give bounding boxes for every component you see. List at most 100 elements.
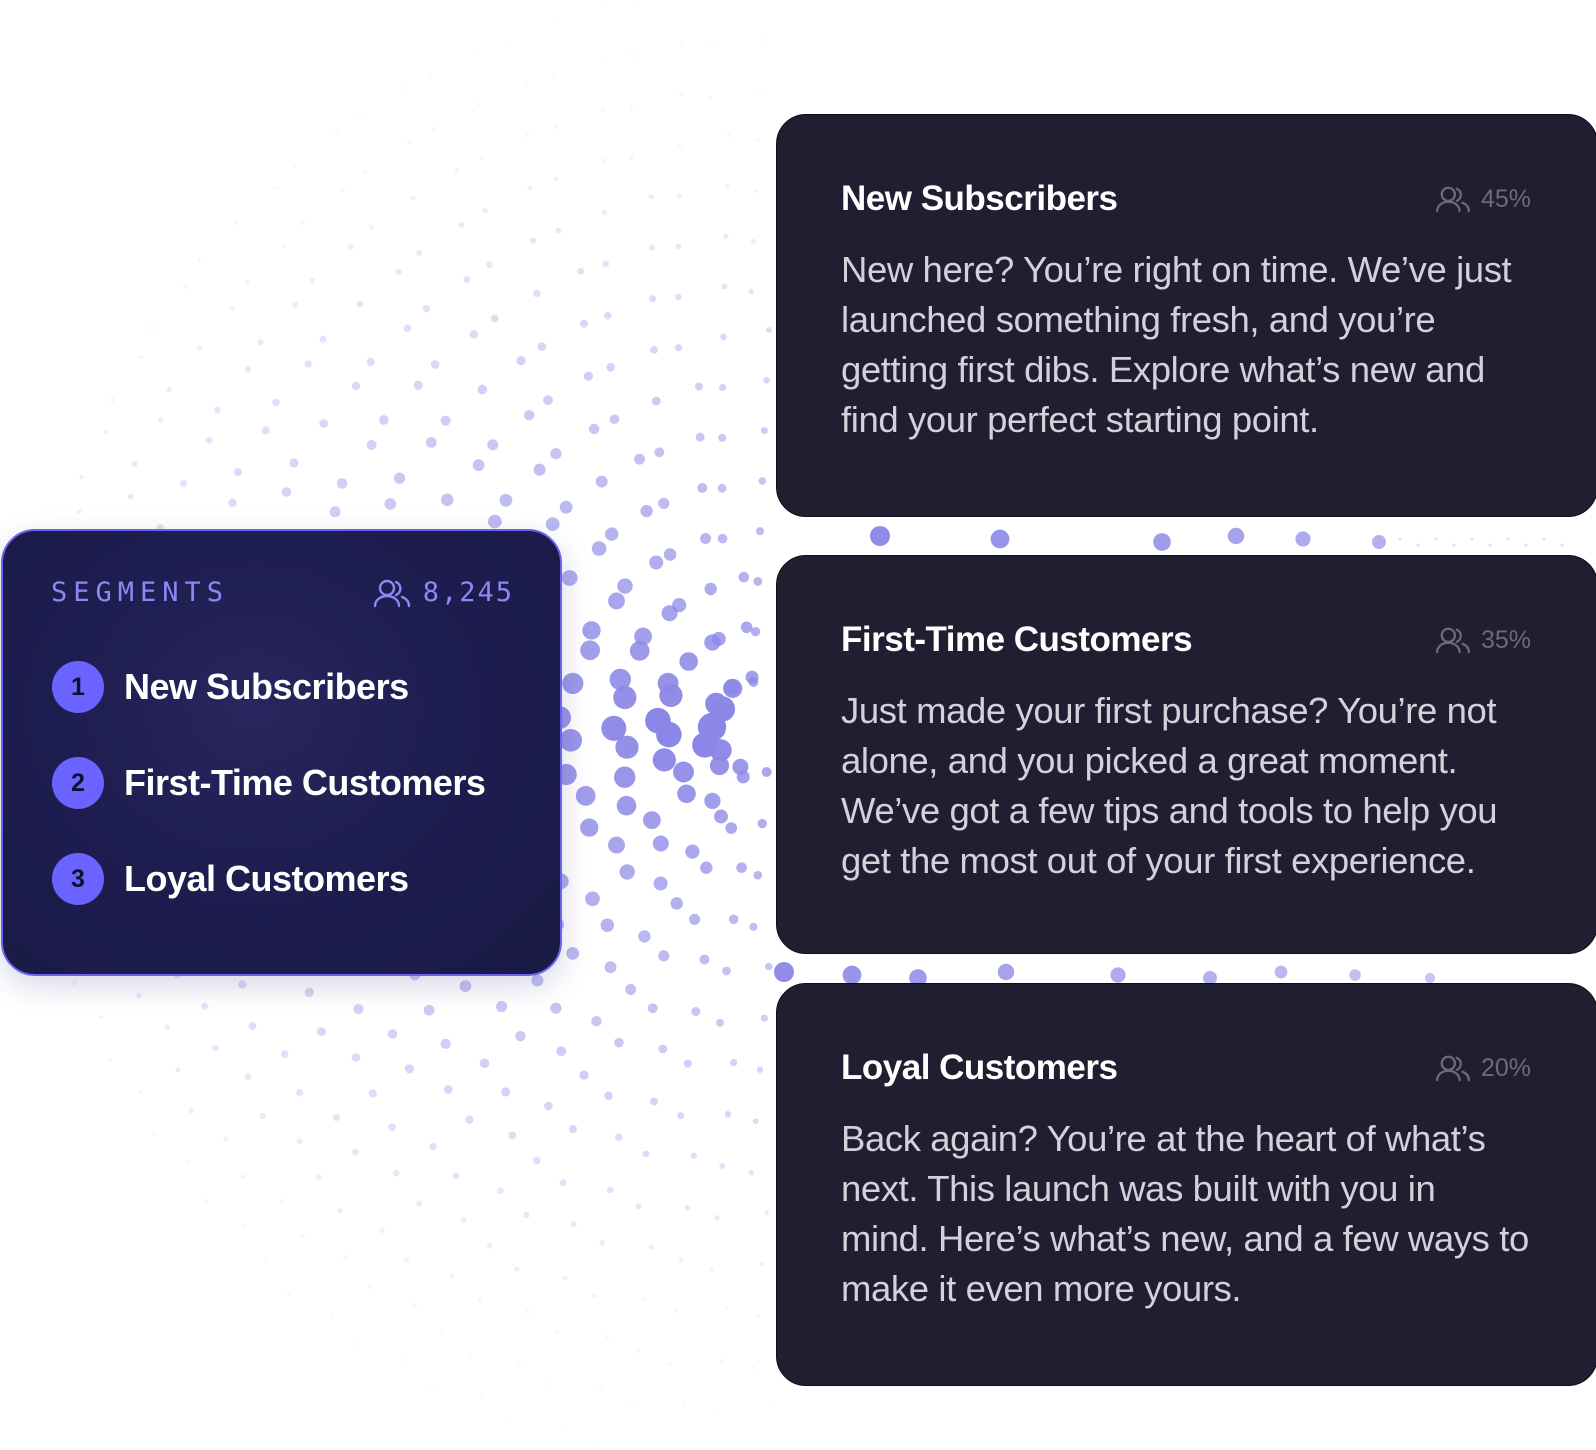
pattern-dot [479,155,485,160]
pattern-dot [673,761,694,783]
pattern-dot [479,1058,490,1069]
pattern-dot [677,784,696,804]
pattern-dot [416,249,423,257]
pattern-dot [764,1210,769,1215]
pattern-dot [452,1172,460,1180]
pattern-dot [304,987,314,997]
pattern-dot [1227,527,1245,545]
pattern-dot [1560,543,1564,547]
pattern-dot [550,1002,562,1014]
pattern-dot [368,224,374,230]
pattern-dot [393,1169,400,1177]
pattern-dot [752,1118,759,1125]
pattern-dot [604,311,612,320]
pattern-dot [757,818,767,829]
pattern-dot [1434,537,1438,541]
pattern-dot [758,89,762,92]
message-card-new-subscribers[interactable]: New Subscribers 45% New here? You’re rig… [776,114,1596,517]
segment-item-new-subscribers[interactable]: 1 New Subscribers [52,661,485,713]
pattern-dot [234,221,239,225]
pattern-dot [131,460,138,467]
pattern-dot [580,818,599,837]
pattern-dot [604,961,617,974]
pattern-dot [997,963,1015,981]
pattern-dot [204,1198,209,1203]
pattern-dot [677,143,682,148]
pattern-dot [657,672,679,694]
pattern-dot [201,1002,209,1010]
pattern-dot [579,1070,589,1080]
pattern-dot [289,458,299,468]
card-message: Back again? You’re at the heart of what’… [841,1118,1529,1309]
pattern-dot [413,1302,417,1307]
segment-number-badge: 1 [52,661,104,713]
pattern-dot [244,366,252,373]
pattern-dot [292,301,299,308]
pattern-dot [677,1112,685,1120]
pattern-dot [533,289,541,298]
pattern-dot [343,1254,348,1260]
pattern-dot [336,478,348,489]
pattern-dot [765,962,773,971]
pattern-dot [72,981,77,986]
segment-item-first-time-customers[interactable]: 2 First-Time Customers [52,757,486,809]
pattern-dot [335,132,339,136]
pattern-dot [468,1353,473,1357]
pattern-dot [529,237,537,244]
pattern-dot [543,395,553,406]
pattern-dot [329,506,341,518]
card-header: New Subscribers 45% [841,175,1531,223]
pattern-dot [682,1401,686,1405]
pattern-dot [718,433,727,442]
message-card-loyal-customers[interactable]: Loyal Customers 20% Back again? You’re a… [776,983,1596,1386]
pattern-dot [575,786,596,806]
pattern-dot [663,548,677,561]
pattern-dot [697,482,708,493]
pattern-dot [719,1359,724,1363]
pattern-dot [601,5,604,9]
card-share: 20% [1435,1054,1531,1083]
pattern-dot [348,244,354,250]
pattern-dot [293,164,297,168]
pattern-dot [751,1365,755,1369]
pattern-dot [675,243,682,250]
pattern-dot [685,844,700,859]
pattern-dot [668,1361,672,1366]
pattern-dot [356,301,364,308]
pattern-dot [842,965,862,985]
pattern-dot [245,279,250,285]
pattern-dot [728,914,739,925]
pattern-dot [550,448,562,460]
pattern-dot [704,582,717,596]
segment-number-badge: 3 [52,853,104,905]
pattern-dot [440,1329,444,1333]
message-card-first-time-customers[interactable]: First-Time Customers 35% Just made your … [776,555,1596,954]
segment-item-loyal-customers[interactable]: 3 Loyal Customers [52,853,485,905]
pattern-dot [583,371,593,381]
card-title: First-Time Customers [841,620,1193,659]
pattern-dot [487,514,502,529]
pattern-dot [694,382,703,391]
pattern-dot [458,221,465,228]
pattern-dot [555,227,562,234]
pattern-dot [629,155,634,160]
pattern-dot [588,423,600,435]
pattern-dot [110,397,115,403]
pattern-dot [730,1058,738,1067]
pattern-dot [658,497,670,510]
users-icon [373,579,410,607]
pattern-dot [615,1133,623,1141]
pattern-dot [393,472,406,484]
users-icon [1435,627,1470,654]
pattern-dot [723,679,740,696]
pattern-dot [870,526,890,546]
pattern-dot [545,517,560,531]
pattern-dot [272,185,277,190]
pattern-dot [726,133,731,138]
pattern-dot [486,1242,493,1249]
pattern-dot [606,363,615,372]
card-message: New here? You’re right on time. We’ve ju… [841,249,1512,440]
pattern-dot [704,792,721,810]
pattern-dot [366,357,375,367]
pattern-dot [724,1307,729,1312]
